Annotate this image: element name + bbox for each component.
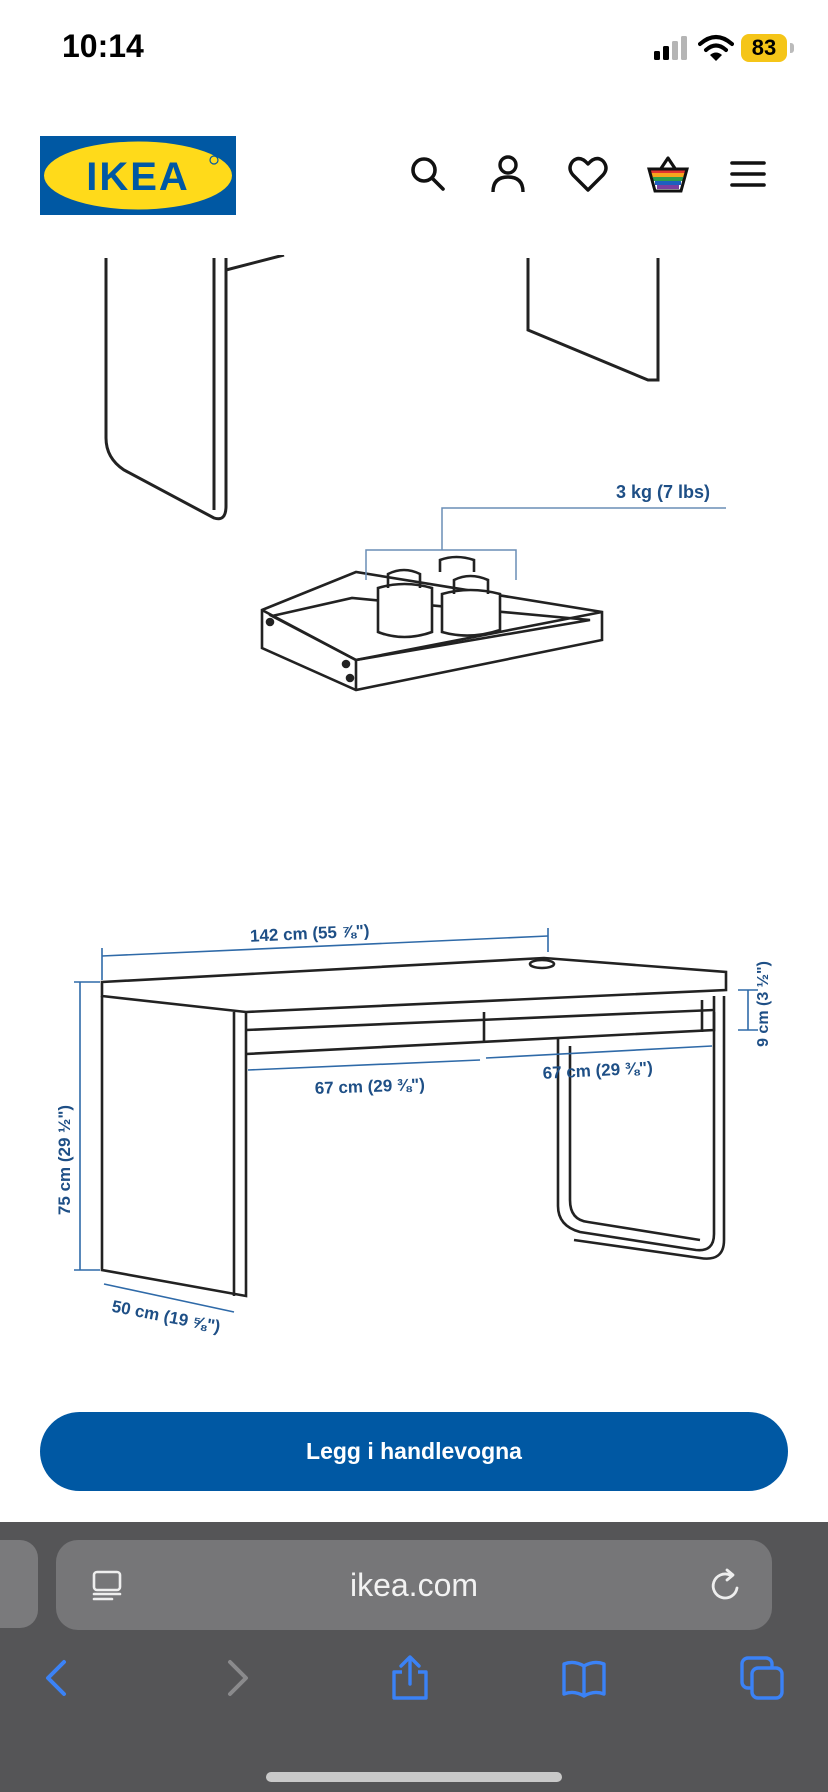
dimension-apron-height: 9 cm (3 ½") xyxy=(755,961,772,1047)
battery-tip xyxy=(790,43,794,53)
dimension-height: 75 cm (29 ½") xyxy=(55,1105,74,1215)
browser-toolbar: ikea.com xyxy=(0,1522,828,1792)
dimension-lines xyxy=(74,928,758,1313)
tabs-icon[interactable] xyxy=(738,1654,786,1702)
dimension-left-opening: 67 cm (29 ⅜") xyxy=(314,1075,425,1098)
desk-diagram: 3 kg (7 lbs) xyxy=(55,253,772,1337)
site-header: IKEA xyxy=(0,130,828,230)
bookmarks-icon[interactable] xyxy=(560,1654,608,1702)
shopping-bag-icon[interactable] xyxy=(646,152,690,196)
status-bar: 10:14 83 xyxy=(0,0,828,100)
desk-illustration xyxy=(100,956,728,1298)
drawer-weight-label: 3 kg (7 lbs) xyxy=(616,482,710,502)
menu-icon[interactable] xyxy=(726,152,770,196)
add-to-cart-button[interactable]: Legg i handlevogna xyxy=(40,1412,788,1491)
dimension-depth: 50 cm (19 ⅝") xyxy=(110,1297,222,1337)
svg-text:IKEA: IKEA xyxy=(86,155,190,199)
dimension-width: 142 cm (55 ⅞") xyxy=(250,921,370,945)
url-text: ikea.com xyxy=(349,1567,479,1603)
home-indicator xyxy=(266,1772,562,1782)
reload-icon[interactable] xyxy=(708,1566,744,1604)
weight-bracket xyxy=(365,507,726,580)
address-bar[interactable]: ikea.com xyxy=(56,1540,772,1630)
page-menu-icon[interactable] xyxy=(90,1568,124,1602)
status-time: 10:14 xyxy=(62,28,144,64)
battery-indicator: 83 xyxy=(741,34,787,62)
desk-side-panel-top xyxy=(104,253,660,521)
product-dimension-illustration: 3 kg (7 lbs) xyxy=(0,253,828,1395)
previous-tab-peek[interactable] xyxy=(0,1540,38,1628)
forward-icon xyxy=(228,1660,248,1696)
back-icon[interactable] xyxy=(34,1654,82,1702)
wifi-icon xyxy=(698,35,734,61)
ikea-logo[interactable]: IKEA xyxy=(40,136,236,215)
search-icon[interactable] xyxy=(406,152,450,196)
cellular-signal-icon xyxy=(654,36,687,60)
drawer-illustration xyxy=(260,555,604,692)
share-icon[interactable] xyxy=(386,1654,434,1702)
favorites-heart-icon[interactable] xyxy=(566,152,610,196)
account-icon[interactable] xyxy=(486,152,530,196)
